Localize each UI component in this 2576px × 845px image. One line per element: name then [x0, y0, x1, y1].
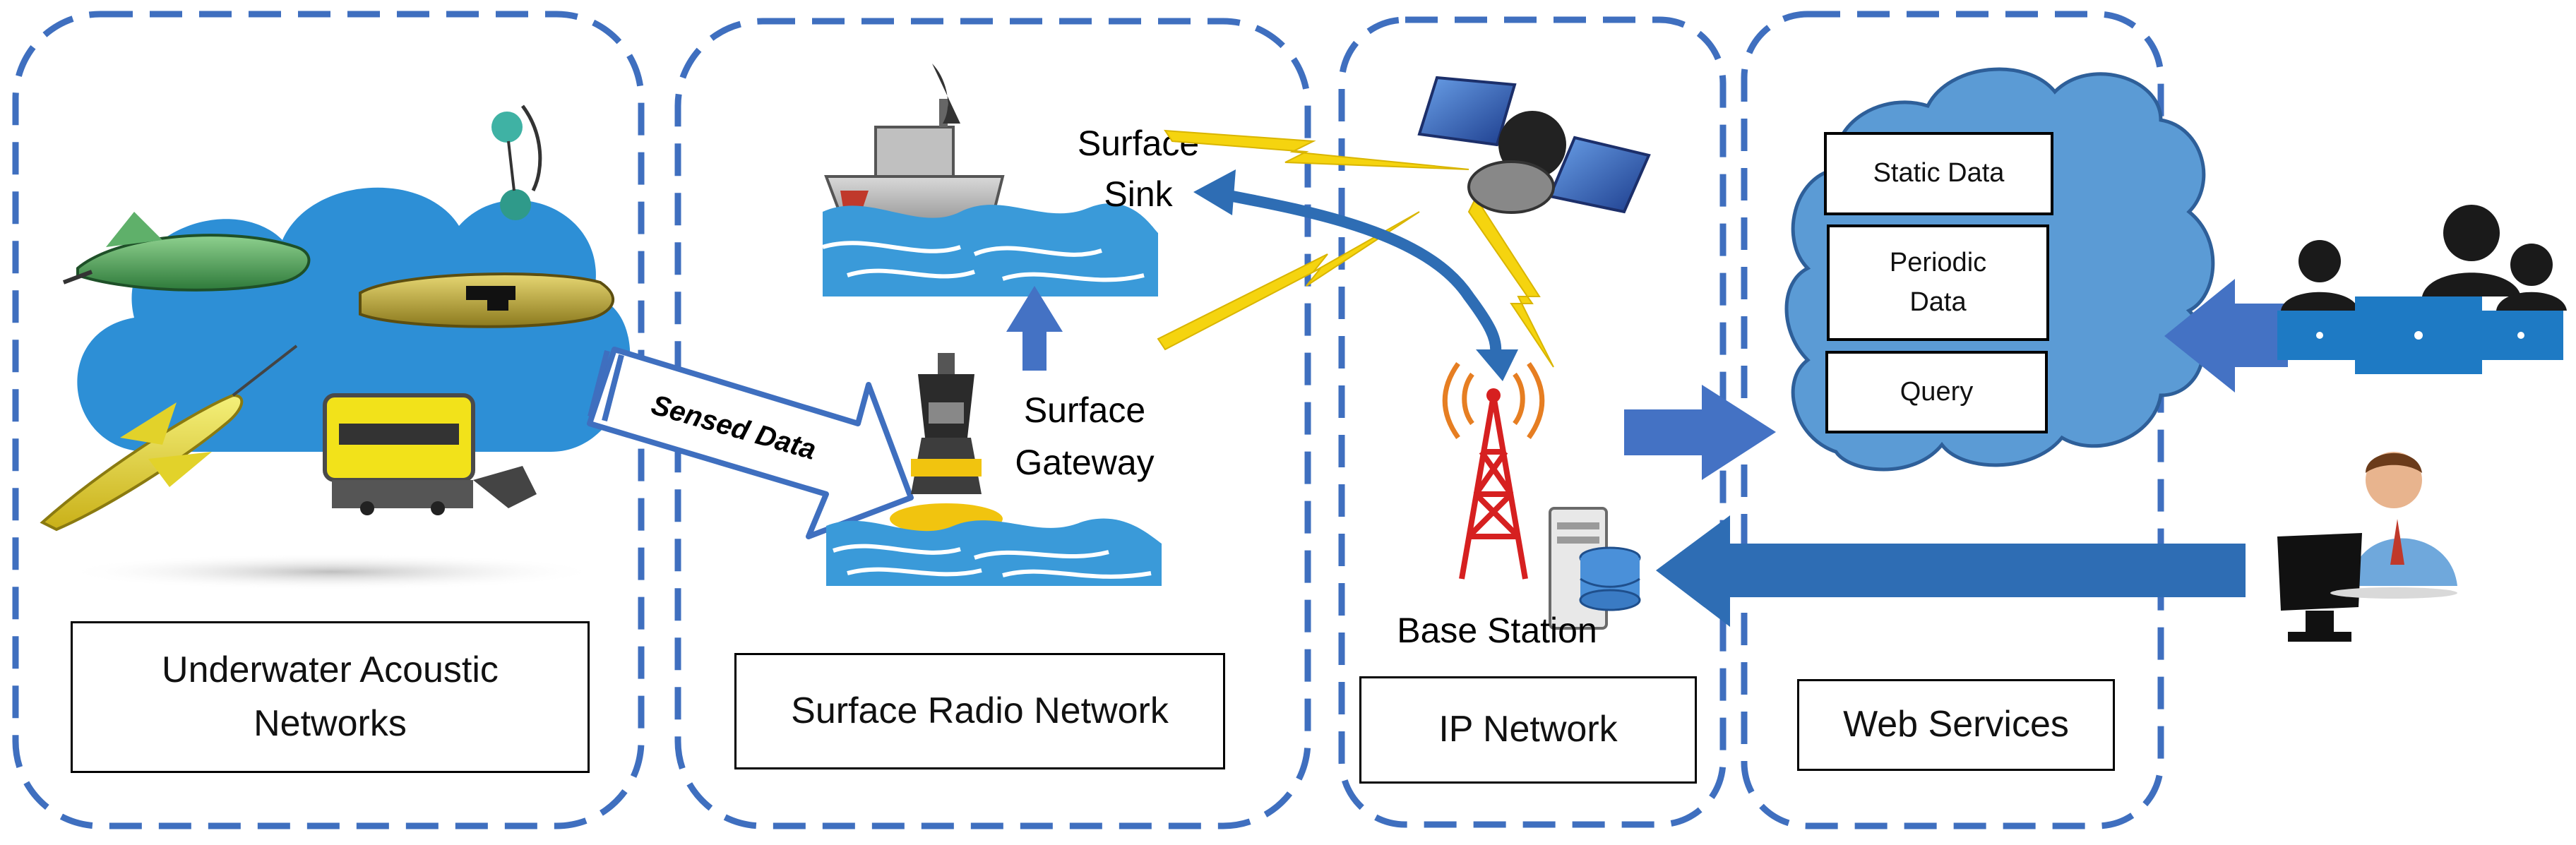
yellow-glider-icon: [40, 344, 298, 532]
static-data-box: Static Data: [1824, 132, 2053, 215]
radio-tower-icon: [1442, 361, 1545, 580]
gateway-buoy-icon: [890, 353, 1003, 534]
ip-to-web-arrow: [1624, 385, 1776, 480]
database-server-icon: [1549, 507, 1641, 630]
web-label: Web Services: [1843, 704, 2069, 745]
underwater-label-line2: Networks: [254, 702, 407, 744]
sea-waves-bottom: [826, 518, 1162, 586]
users-to-cloud-arrow: [2164, 279, 2288, 392]
buoy-icon: [491, 104, 542, 220]
surface-sink-label-line2: Sink: [1104, 174, 1173, 214]
sensed-data-arrow: [587, 347, 914, 539]
periodic-data-label-line1: Periodic: [1889, 248, 1987, 278]
surface-gateway-label-line2: Gateway: [1015, 443, 1154, 482]
surface-gateway-label-line1: Surface: [1024, 390, 1145, 430]
sea-waves-top: [822, 203, 1158, 296]
admin-to-base-arrow: [1656, 515, 2246, 627]
query-box: Query: [1825, 351, 2048, 433]
underwater-label-box: Underwater Acoustic Networks: [71, 621, 590, 773]
static-data-label: Static Data: [1873, 158, 2005, 188]
shadow-ellipse: [64, 553, 600, 590]
web-label-box: Web Services: [1797, 679, 2115, 771]
periodic-data-label-line2: Data: [1909, 287, 1967, 317]
base-station-label: Base Station: [1397, 611, 1597, 650]
admin-shadow: [2330, 587, 2457, 599]
ip-label-box: IP Network: [1359, 676, 1697, 784]
underwater-label-line1: Underwater Acoustic: [162, 649, 499, 691]
surface-sink-label-line1: Surface: [1078, 124, 1199, 163]
users-group-icon: [2277, 205, 2567, 374]
surface-radio-label-box: Surface Radio Network: [734, 653, 1225, 769]
admin-user-icon: [2277, 452, 2457, 642]
surface-radio-section-border: [674, 18, 1311, 829]
query-label: Query: [1900, 376, 1974, 407]
sink-base-curved-arrow: [1193, 169, 1518, 381]
underwater-glider-icon: [62, 212, 311, 292]
auv-icon: [359, 272, 615, 328]
up-arrow: [1006, 286, 1063, 371]
ip-label: IP Network: [1438, 709, 1618, 750]
rov-icon: [323, 393, 537, 515]
surface-radio-label: Surface Radio Network: [791, 690, 1169, 731]
lightning-icon: [1157, 129, 1554, 368]
periodic-data-box: Periodic Data: [1827, 224, 2049, 341]
satellite-icon: [1417, 76, 1651, 214]
